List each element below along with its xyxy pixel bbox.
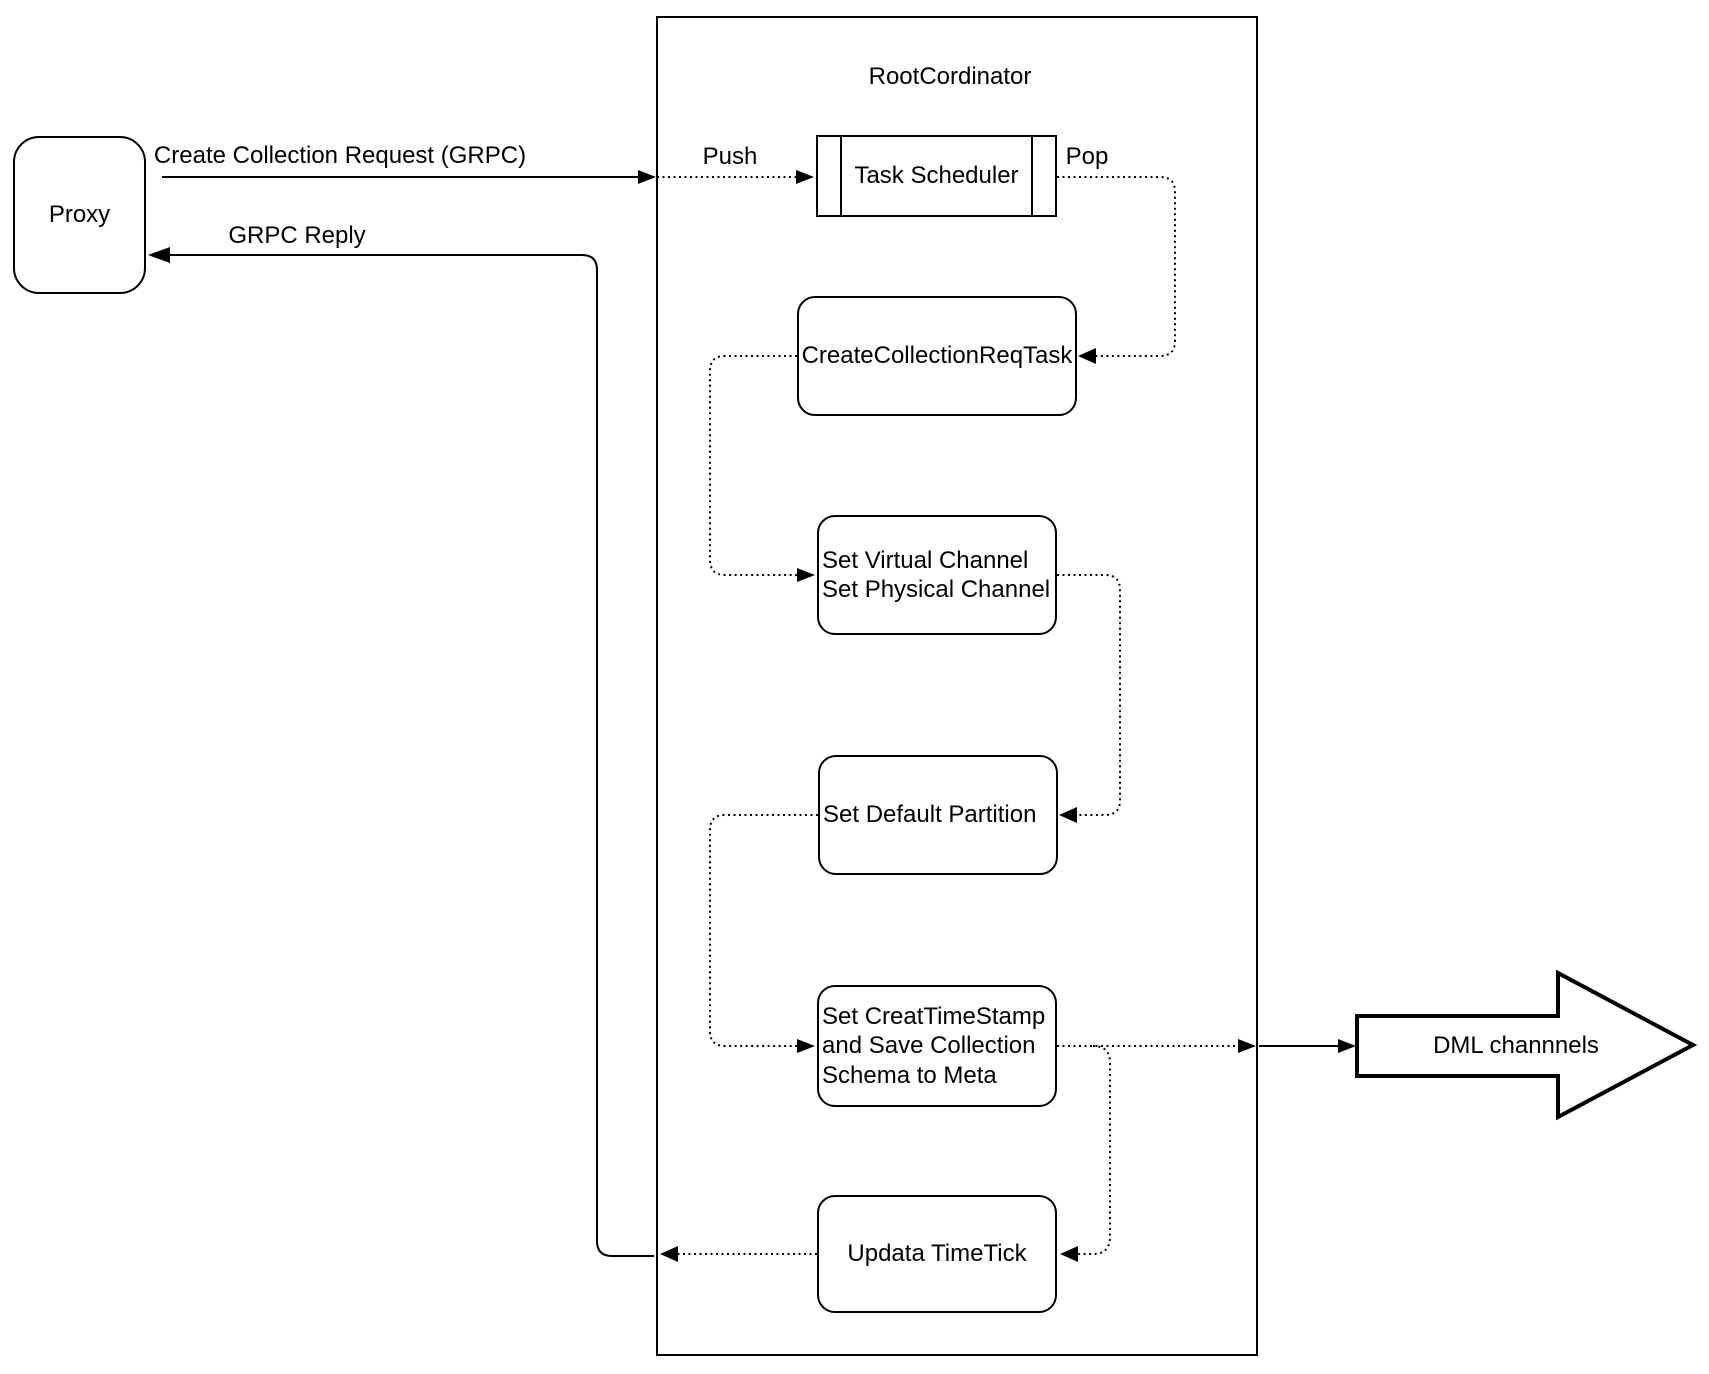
- dml-channels-arrow: [1355, 969, 1698, 1121]
- dotted-edges: [657, 176, 1240, 1255]
- rootcordinator-container: [656, 16, 1258, 1356]
- task-scheduler-left-divider: [840, 137, 842, 215]
- arrowhead-dml-edge: [1238, 1039, 1256, 1053]
- node-set-default-partition-label: Set Default Partition: [823, 801, 1037, 829]
- node-task-scheduler-label: Task Scheduler: [854, 162, 1019, 190]
- arrowhead-pop: [1078, 348, 1096, 364]
- dml-channels-label: DML channnels: [1433, 1032, 1599, 1059]
- node-task-scheduler: Task Scheduler: [816, 135, 1057, 217]
- node-set-default-partition: Set Default Partition: [818, 755, 1058, 875]
- arrowhead-push: [796, 170, 814, 184]
- arrowhead-channels: [797, 568, 815, 582]
- edge-reply-line: [166, 254, 654, 1257]
- rootcordinator-title: RootCordinator: [868, 63, 1032, 90]
- node-proxy: Proxy: [13, 136, 146, 294]
- edge-reqtask-to-channels: [709, 355, 798, 576]
- node-set-timestamp-label: Set CreatTimeStamp and Save Collection S…: [822, 1003, 1046, 1089]
- arrowhead-timestamp: [797, 1039, 815, 1053]
- node-create-collection-req-task: CreateCollectionReqTask: [797, 296, 1077, 416]
- node-create-collection-req-task-label: CreateCollectionReqTask: [801, 342, 1073, 370]
- node-set-channels: Set Virtual Channel Set Physical Channel: [817, 515, 1057, 635]
- edge-partition-to-timestamp: [709, 814, 818, 1047]
- edge-label-request: Create Collection Request (GRPC): [153, 142, 527, 169]
- task-scheduler-right-divider: [1031, 137, 1033, 215]
- arrowhead-dml: [1338, 1039, 1356, 1053]
- node-proxy-label: Proxy: [48, 201, 111, 229]
- arrowhead-request: [638, 170, 656, 184]
- arrowhead-reply: [148, 247, 170, 263]
- edge-label-pop: Pop: [1065, 143, 1109, 170]
- edge-label-push: Push: [702, 143, 758, 170]
- edge-label-reply: GRPC Reply: [228, 222, 366, 249]
- solid-edges: [162, 176, 1340, 1257]
- arrowhead-partition: [1059, 807, 1077, 823]
- node-set-timestamp: Set CreatTimeStamp and Save Collection S…: [817, 985, 1057, 1107]
- arrowhead-timetick: [1060, 1246, 1078, 1262]
- node-updata-timetick-label: Updata TimeTick: [847, 1240, 1027, 1268]
- node-set-channels-label: Set Virtual Channel Set Physical Channel: [822, 546, 1051, 603]
- node-updata-timetick: Updata TimeTick: [817, 1195, 1057, 1313]
- edge-channels-to-partition: [1057, 574, 1121, 816]
- arrowheads: [148, 170, 1356, 1262]
- arrowhead-reply-edge: [660, 1246, 678, 1262]
